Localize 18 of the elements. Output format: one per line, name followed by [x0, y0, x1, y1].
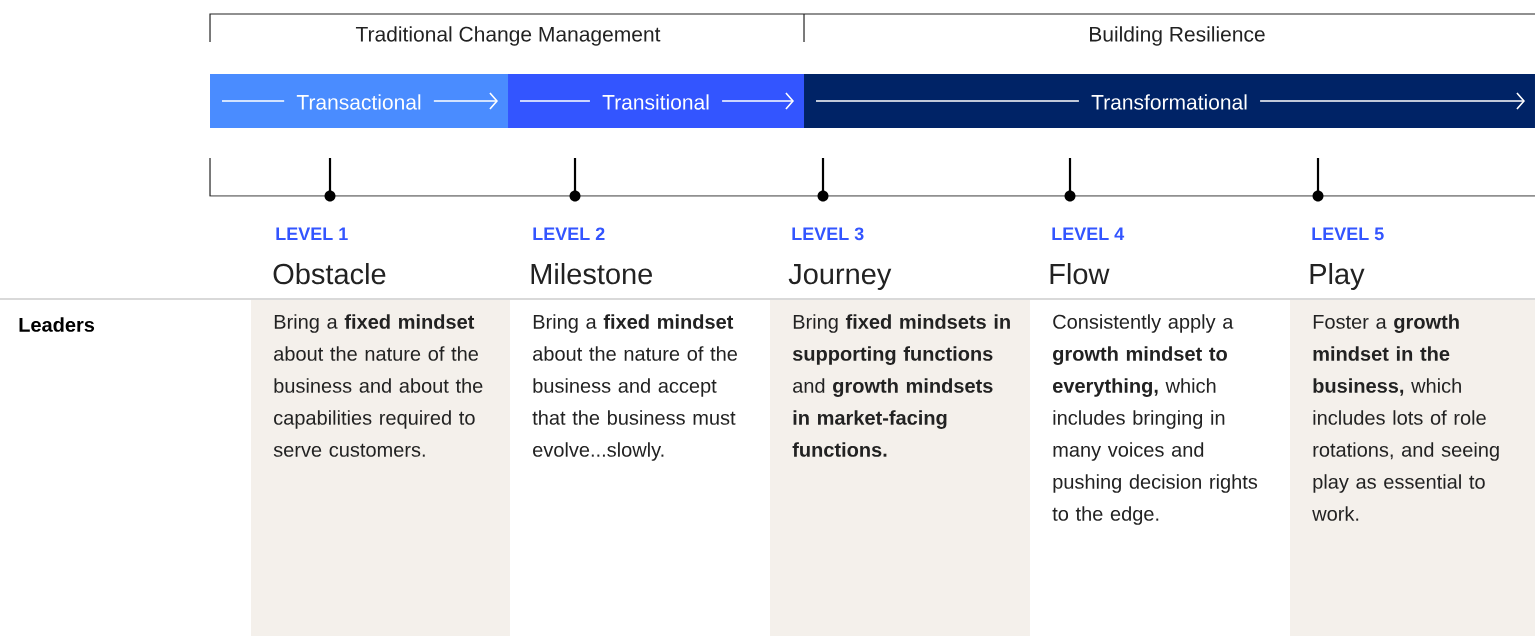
section-heading: Traditional Change Management	[355, 26, 661, 46]
level-label: LEVEL 3	[792, 227, 864, 241]
table-cell: Bring a fixed mindset about the nature of the business and about the capabilities required to serve customers.	[251, 300, 510, 636]
level-label: LEVEL 5	[1312, 227, 1384, 241]
level-title: Milestone	[531, 263, 652, 285]
level-label: LEVEL 4	[1052, 227, 1125, 240]
band: Transformational	[804, 74, 1535, 128]
table-cell: Foster a growth mindset in the business, which includes lots of role rotations, and seeing play as essential to work.	[1290, 300, 1535, 636]
table-cell: Consistently apply a growth mindset to everything, which includes bringing in many voices and pushing decision rights to the edge.	[1052, 314, 1258, 525]
level-label: LEVEL 2	[533, 227, 605, 240]
band: Transactional	[210, 74, 508, 128]
row-heading: Leaders	[19, 317, 95, 332]
level-title: Flow	[1050, 263, 1110, 285]
table-cell: Bring fixed mindsets in supporting functions and growth mindsets in market-facing functions.	[770, 300, 1030, 636]
level-label: LEVEL 1	[276, 227, 348, 240]
table-cell: Bring a fixed mindset about the nature of the business and accept that the business must evolve...slowly.	[532, 314, 737, 461]
band: Transitional	[508, 74, 804, 128]
section-heading: Building Resilience	[1090, 26, 1265, 46]
